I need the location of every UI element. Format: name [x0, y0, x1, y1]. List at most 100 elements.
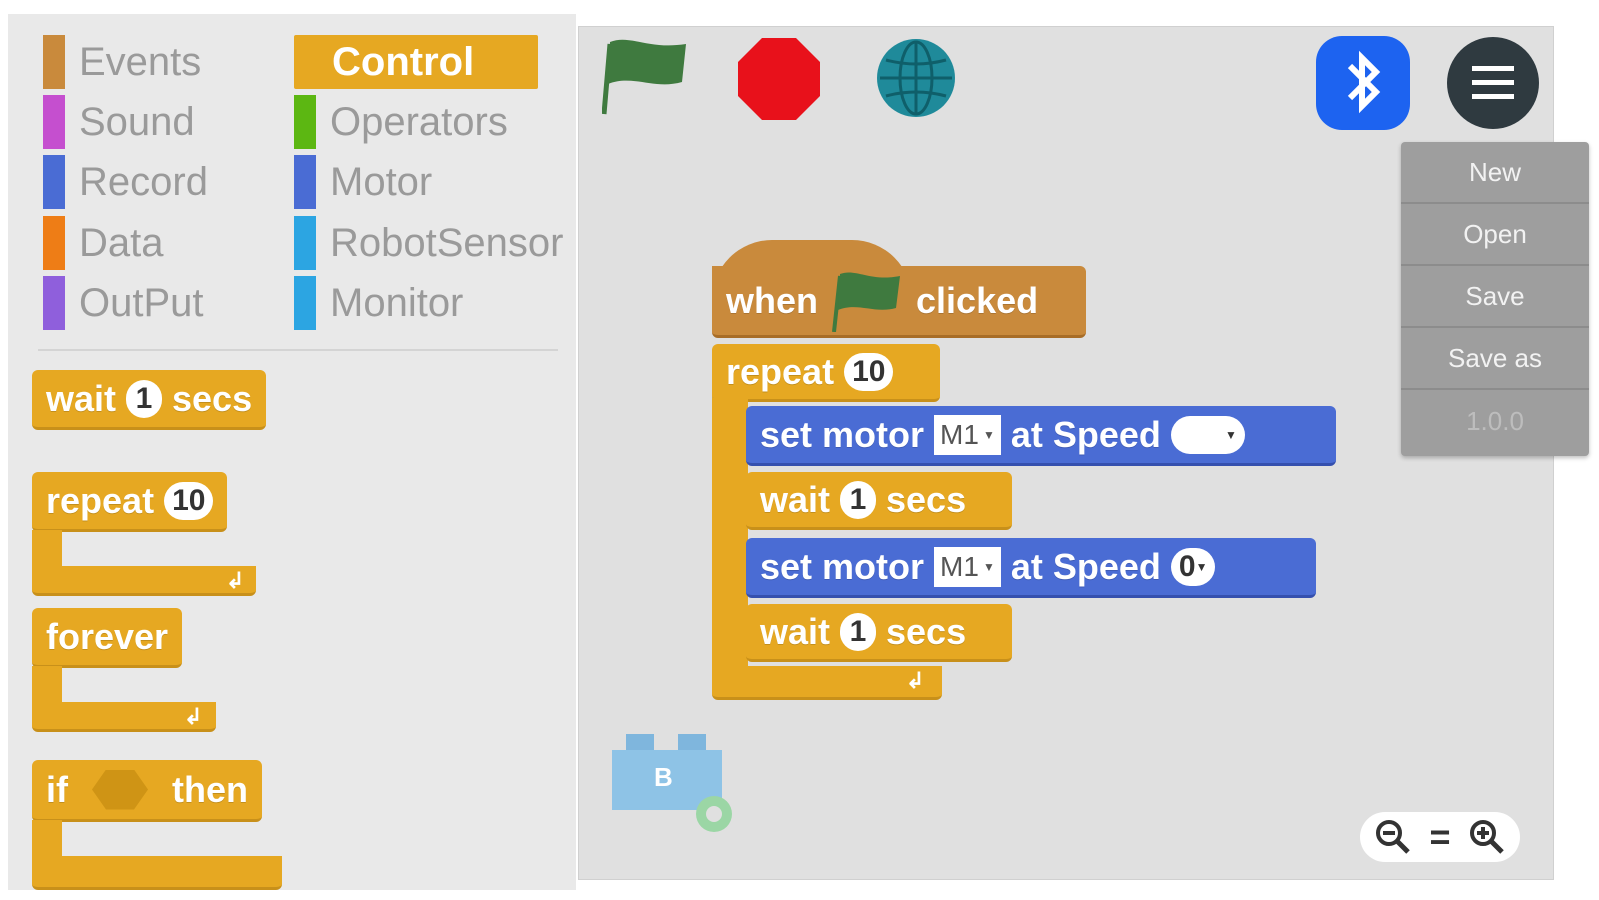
block-text: wait: [760, 478, 831, 520]
globe-button[interactable]: [876, 38, 956, 123]
forever-block-bottom: [32, 702, 216, 732]
block-text: forever: [46, 615, 169, 657]
category-swatch: [294, 276, 316, 330]
repeat-block[interactable]: repeat 10: [712, 344, 940, 402]
category-label: Motor: [330, 159, 433, 204]
block-text: set motor: [760, 545, 925, 587]
category-motor[interactable]: Motor: [294, 155, 432, 209]
category-swatch: [43, 35, 65, 89]
zoom-out-button[interactable]: [1373, 817, 1413, 857]
menu-item-open[interactable]: Open: [1401, 204, 1589, 266]
main-menu: New Open Save Save as 1.0.0: [1401, 142, 1589, 456]
category-swatch: [43, 155, 65, 209]
category-label: Record: [79, 159, 208, 204]
category-swatch: [294, 155, 316, 209]
globe-icon: [877, 39, 955, 117]
block-text: secs: [886, 610, 967, 652]
green-flag-button[interactable]: [601, 36, 688, 121]
wait-seconds-input[interactable]: 1: [840, 612, 877, 651]
category-swatch: [43, 276, 65, 330]
green-flag-icon: [832, 271, 901, 332]
set-motor-speed-block[interactable]: set motor M1▼ at Speed ▼: [746, 406, 1336, 466]
wait-seconds-input[interactable]: 1: [840, 480, 877, 519]
dropdown-arrow-icon: ▼: [1195, 559, 1208, 574]
if-block-bottom: [32, 856, 282, 890]
repeat-count-input[interactable]: 10: [844, 352, 894, 391]
block-text: at Speed: [1010, 545, 1161, 587]
stop-button[interactable]: [738, 38, 820, 125]
zoom-reset-button[interactable]: =: [1420, 816, 1460, 857]
zoom-out-icon: [1376, 820, 1411, 854]
menu-button[interactable]: [1446, 36, 1540, 135]
bluetooth-button[interactable]: [1316, 36, 1410, 135]
block-text: at Speed: [1010, 413, 1161, 455]
zoom-in-button[interactable]: [1467, 817, 1507, 857]
menu-item-new[interactable]: New: [1401, 142, 1589, 204]
condition-slot[interactable]: [92, 769, 148, 810]
block-text: clicked: [916, 279, 1039, 321]
block-text: repeat: [726, 350, 835, 392]
palette-repeat-block[interactable]: repeat 10: [32, 472, 228, 532]
set-motor-speed-block[interactable]: set motor M1▼ at Speed 0▼: [746, 538, 1316, 598]
when-flag-clicked-block[interactable]: when clicked: [712, 266, 1086, 338]
category-monitor[interactable]: Monitor: [294, 276, 463, 330]
dropdown-arrow-icon: ▼: [1224, 427, 1237, 442]
loop-arrow-icon: ↲: [184, 704, 203, 729]
category-record[interactable]: Record: [43, 155, 208, 209]
zoom-in-icon: [1469, 820, 1504, 854]
category-swatch: [294, 95, 316, 149]
wait-seconds-input[interactable]: 1: [126, 379, 163, 418]
motor-dropdown[interactable]: M1▼: [934, 414, 1001, 455]
sprite-thumbnail[interactable]: B: [612, 734, 742, 834]
dropdown-arrow-icon: ▼: [982, 559, 995, 574]
equals-icon: =: [1429, 816, 1451, 857]
category-operators[interactable]: Operators: [294, 95, 508, 149]
block-text: set motor: [760, 413, 925, 455]
category-output[interactable]: OutPut: [43, 276, 204, 330]
palette-if-then-block[interactable]: if then: [32, 760, 262, 822]
robot-brick-icon: [612, 734, 732, 832]
bluetooth-icon: [1316, 36, 1410, 130]
wait-block[interactable]: wait 1 secs: [746, 604, 1012, 662]
category-label: Operators: [330, 99, 508, 144]
wait-block[interactable]: wait 1 secs: [746, 472, 1012, 530]
loop-arrow-icon: ↲: [906, 668, 925, 693]
palette-wait-block[interactable]: wait 1 secs: [32, 370, 267, 430]
block-text: then: [172, 768, 248, 810]
menu-item-save-as[interactable]: Save as: [1401, 328, 1589, 390]
stop-icon: [738, 38, 820, 120]
repeat-count-input[interactable]: 10: [164, 481, 214, 520]
category-data[interactable]: Data: [43, 216, 164, 270]
repeat-block-side: [712, 398, 748, 670]
palette-forever-block[interactable]: forever: [32, 608, 183, 668]
speed-input[interactable]: 0▼: [1170, 547, 1216, 586]
category-sound[interactable]: Sound: [43, 95, 195, 149]
category-events[interactable]: Events: [43, 35, 201, 89]
motor-dropdown[interactable]: M1▼: [934, 546, 1001, 587]
block-text: repeat: [46, 479, 155, 521]
repeat-block-bottom: [712, 666, 942, 700]
category-label: Control: [332, 39, 475, 84]
category-label: RobotSensor: [330, 220, 564, 265]
block-text: secs: [172, 377, 253, 419]
motor-value: M1: [940, 550, 979, 582]
category-label: Data: [79, 220, 164, 265]
category-label: Events: [79, 39, 202, 84]
repeat-block-bottom: [32, 566, 256, 596]
category-swatch: [294, 216, 316, 270]
speed-input[interactable]: ▼: [1170, 415, 1245, 454]
block-text: when: [726, 279, 819, 321]
loop-arrow-icon: ↲: [226, 568, 245, 593]
category-control[interactable]: Control: [294, 35, 538, 89]
block-text: if: [46, 768, 68, 810]
hamburger-icon: [1447, 37, 1539, 129]
forever-block-side: [32, 666, 62, 706]
green-flag-icon: [601, 39, 686, 115]
category-label: Sound: [79, 99, 195, 144]
block-text: secs: [886, 478, 967, 520]
menu-item-save[interactable]: Save: [1401, 266, 1589, 328]
category-robotsensor[interactable]: RobotSensor: [294, 216, 563, 270]
block-text: wait: [46, 377, 117, 419]
category-label: OutPut: [79, 280, 204, 325]
speed-value: 0: [1178, 549, 1196, 583]
